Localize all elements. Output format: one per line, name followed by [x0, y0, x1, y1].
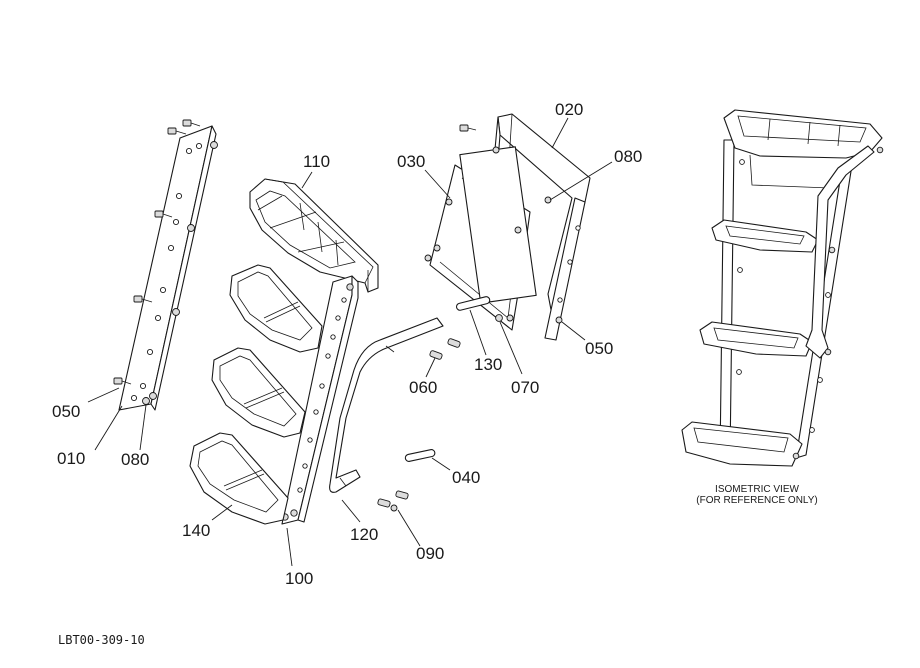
- isometric-view-note: ISOMETRIC VIEW: [715, 484, 799, 495]
- screw-060: [429, 338, 461, 360]
- callout-labels: 050 010 080 110 140 100 120 090 040 060 …: [52, 100, 642, 588]
- leader-lines: [87, 117, 613, 567]
- handrail-120: [329, 317, 444, 493]
- callout-090: 090: [416, 544, 444, 563]
- pin-040: [404, 449, 436, 462]
- callout-060: 060: [409, 378, 437, 397]
- plate-030: [424, 146, 552, 331]
- side-rail-100: [281, 275, 359, 525]
- nut-080: [142, 141, 218, 405]
- callout-010: 010: [57, 449, 85, 468]
- top-step-110: [249, 178, 379, 293]
- callout-080-right: 080: [614, 147, 642, 166]
- callout-050-right: 050: [585, 339, 613, 358]
- callout-020: 020: [555, 100, 583, 119]
- step-140-lower: [189, 432, 289, 525]
- document-number: LBT00-309-10: [58, 633, 145, 647]
- callout-130: 130: [474, 355, 502, 374]
- mounting-plate-010: [113, 119, 218, 411]
- pin-130: [455, 296, 491, 311]
- callout-110: 110: [303, 152, 330, 171]
- callout-040: 040: [452, 468, 480, 487]
- screw-090: [377, 490, 409, 512]
- callout-120: 120: [350, 525, 378, 544]
- nut-070: [495, 314, 503, 322]
- callout-080-left: 080: [121, 450, 149, 469]
- callout-100: 100: [285, 569, 313, 588]
- bolt-050: [113, 119, 201, 385]
- callout-070: 070: [511, 378, 539, 397]
- callout-030: 030: [397, 152, 425, 171]
- isometric-view: [681, 109, 884, 467]
- callout-140: 140: [182, 521, 210, 540]
- bolt-050-top: [459, 124, 563, 324]
- step-140-middle: [211, 347, 306, 438]
- reference-only-note: (FOR REFERENCE ONLY): [696, 495, 818, 506]
- step-140-upper: [229, 264, 323, 353]
- callout-050-left: 050: [52, 402, 80, 421]
